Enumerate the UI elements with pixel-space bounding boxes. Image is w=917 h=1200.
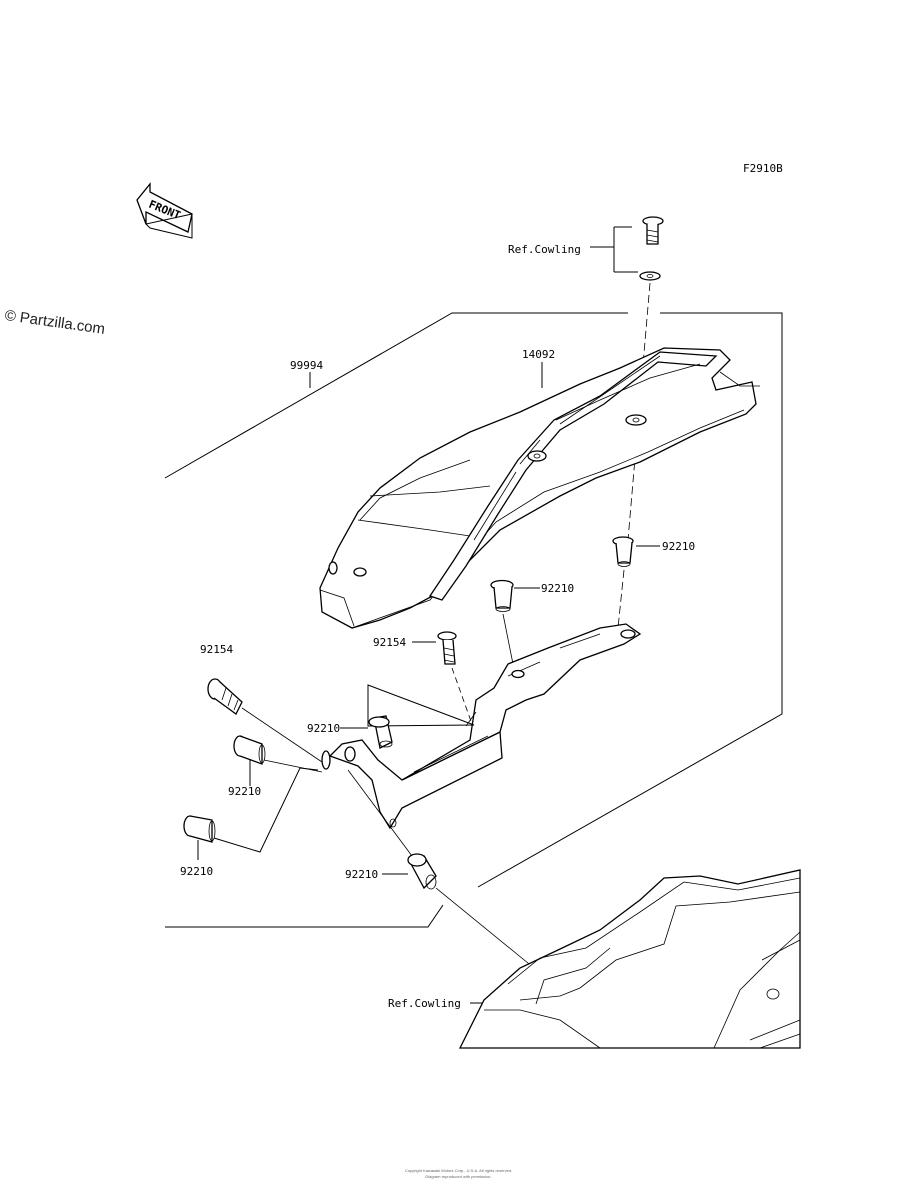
washer bbox=[639, 271, 661, 281]
front-arrow-icon: FRONT bbox=[136, 182, 193, 239]
footer: Copyright Kawasaki Motors Corp., U.S.A. … bbox=[0, 1168, 917, 1180]
label-92210-b: 92210 bbox=[541, 582, 574, 595]
footer-line-1: Copyright Kawasaki Motors Corp., U.S.A. … bbox=[404, 1168, 513, 1173]
bolt-left bbox=[207, 678, 243, 715]
label-92154-b: 92154 bbox=[200, 643, 233, 656]
label-92210-c: 92210 bbox=[307, 722, 340, 735]
grommet-left-mid bbox=[368, 715, 393, 749]
label-92210-d: 92210 bbox=[228, 785, 261, 798]
bolt-top bbox=[642, 216, 664, 245]
ref-cowling-top-label: Ref.Cowling bbox=[508, 243, 581, 256]
footer-line-2: Diagram reproduced with permission. bbox=[425, 1174, 492, 1179]
cowling-fragment bbox=[458, 869, 801, 1049]
grommet-left bbox=[233, 735, 266, 765]
grommet-middle bbox=[490, 579, 514, 612]
label-92210-a: 92210 bbox=[662, 540, 695, 553]
ref-cowling-bottom-label: Ref.Cowling bbox=[388, 997, 461, 1010]
bracket bbox=[321, 623, 642, 830]
grommet-bottom-left bbox=[183, 815, 216, 843]
grommet-right bbox=[612, 536, 634, 567]
label-99994: 99994 bbox=[290, 359, 323, 372]
label-92210-f: 92210 bbox=[345, 868, 378, 881]
bolt-middle bbox=[437, 631, 457, 665]
grommet-bottom bbox=[407, 853, 437, 890]
figure-code: F2910B bbox=[743, 162, 783, 175]
kit-outline bbox=[164, 312, 783, 888]
seat-cover bbox=[319, 347, 760, 629]
label-14092: 14092 bbox=[522, 348, 555, 361]
label-92154-a: 92154 bbox=[373, 636, 406, 649]
label-92210-e: 92210 bbox=[180, 865, 213, 878]
